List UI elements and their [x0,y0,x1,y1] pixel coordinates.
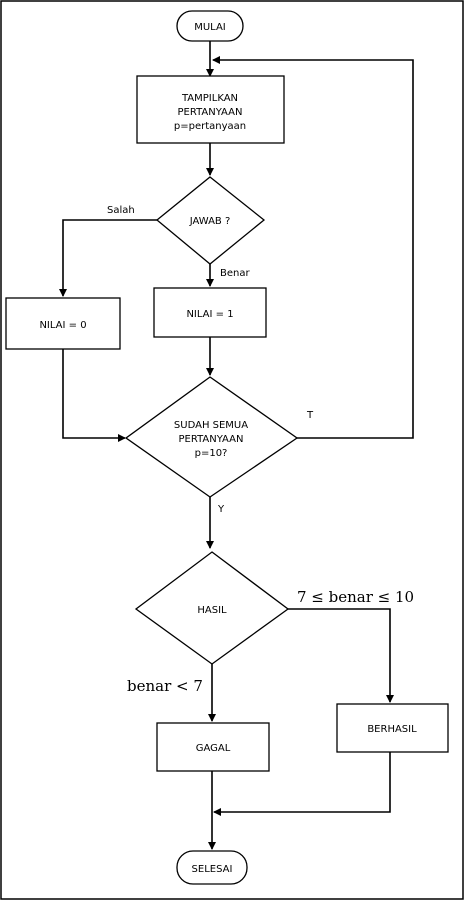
node-end: SELESAI [176,850,248,885]
label-pass-condition: 7 ≤ benar ≤ 10 [297,588,414,606]
node-fail: GAGAL [156,722,270,772]
edge-answer-wrong [59,219,157,297]
node-start: MULAI [176,10,244,42]
node-show-question: TAMPILKAN PERTANYAAN p=pertanyaan [136,75,285,144]
answer-diamond [155,176,266,265]
connectors [59,41,414,850]
edge-zero-to-check [62,349,126,442]
node-answer-decision: JAWAB ? [155,176,266,265]
show-question-line2: PERTANYAAN [178,107,243,118]
end-terminator [176,850,248,885]
node-success: BERHASIL [336,703,449,753]
edge-result-pass [288,608,394,703]
label-yes: Y [217,504,225,515]
result-label: HASIL [197,605,227,616]
score-one-label: NILAI = 1 [186,309,233,320]
fail-box [156,722,270,772]
node-score-one: NILAI = 1 [153,287,267,338]
all-done-line3: p=10? [195,448,228,459]
fail-label: GAGAL [196,743,231,754]
score-zero-box [5,297,121,350]
score-one-box [153,287,267,338]
edge-loop-back [212,56,414,439]
start-label: MULAI [194,22,226,33]
node-score-zero: NILAI = 0 [5,297,121,350]
all-done-line1: SUDAH SEMUA [174,420,248,431]
edge-success-to-end [213,752,391,816]
edge-labels: Salah Benar T Y 7 ≤ benar ≤ 10 benar < 7 [107,205,414,695]
node-result-decision: HASIL [134,551,290,665]
end-label: SELESAI [192,864,233,875]
all-done-line2: PERTANYAAN [179,434,244,445]
show-question-box [136,75,285,144]
score-zero-label: NILAI = 0 [39,320,86,331]
label-no: T [306,410,314,421]
node-all-done-decision: SUDAH SEMUA PERTANYAAN p=10? [124,376,299,498]
start-terminator [176,10,244,42]
all-done-diamond [124,376,299,498]
answer-label: JAWAB ? [189,216,231,227]
label-fail-condition: benar < 7 [127,677,203,695]
success-label: BERHASIL [367,724,417,735]
label-wrong: Salah [107,205,135,216]
show-question-line3: p=pertanyaan [174,121,246,132]
result-diamond [134,551,290,665]
show-question-line1: TAMPILKAN [181,93,238,104]
success-box [336,703,449,753]
label-right: Benar [220,268,250,279]
